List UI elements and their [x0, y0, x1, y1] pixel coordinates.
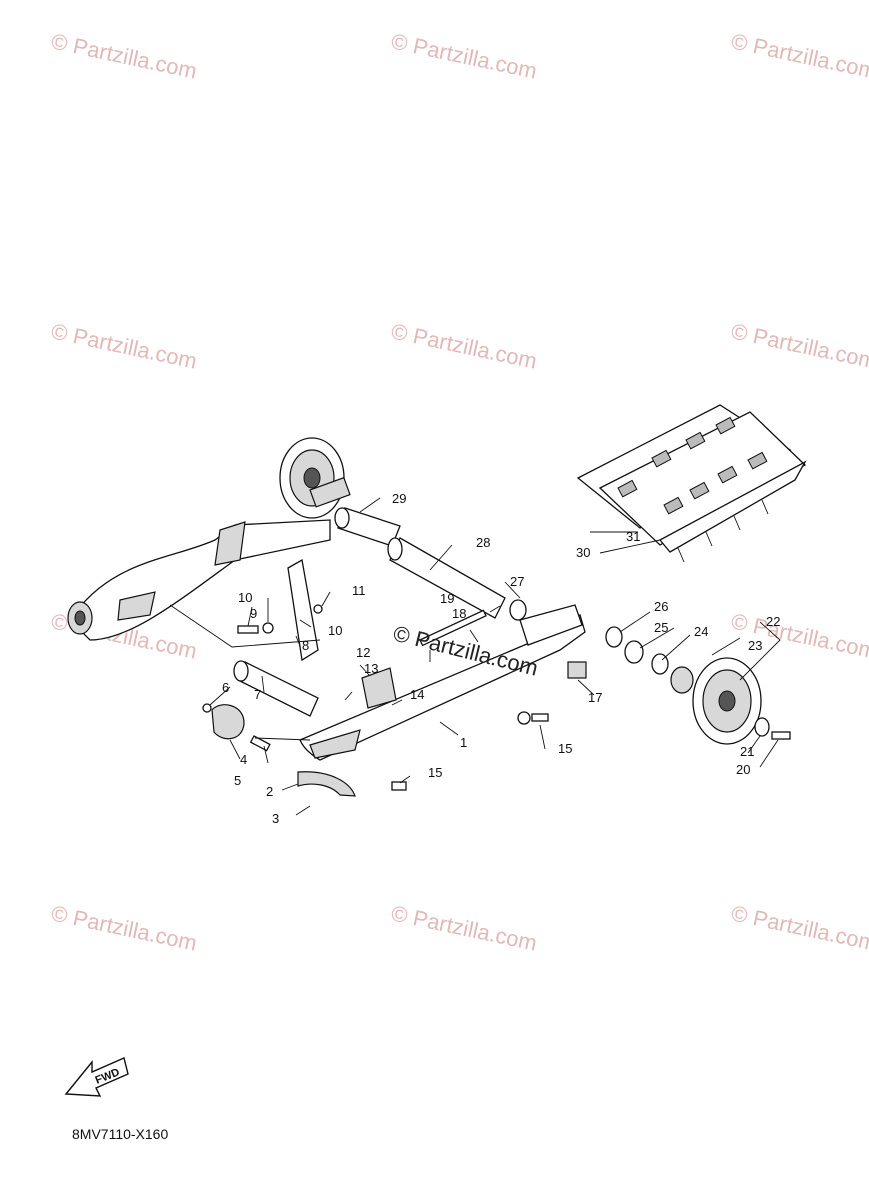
callout-label: 12	[356, 645, 370, 660]
callout-label: 30	[576, 545, 590, 560]
watermark-text: © Partzilla.com	[49, 318, 199, 373]
callout-label: 14	[410, 687, 424, 702]
callout-label: 8	[302, 638, 309, 653]
callout-label: 29	[392, 491, 406, 506]
watermark-text: © Partzilla.com	[389, 900, 539, 955]
callout-label: 4	[240, 752, 247, 767]
left-rail	[67, 519, 331, 641]
callout-label: 22	[766, 614, 780, 629]
callouts: 1 2 3 4 5 6 7 8 9 10 10 11 12 13 14 15 1…	[222, 491, 780, 826]
callout-label: 3	[272, 811, 279, 826]
watermark-text: © Partzilla.com	[729, 608, 869, 663]
diagram-code: 8MV7110-X160	[72, 1126, 168, 1142]
callout-label: 15	[428, 765, 442, 780]
right-rail	[299, 604, 586, 761]
callout-label: 28	[476, 535, 490, 550]
callout-label: 5	[234, 773, 241, 788]
callout-label: 26	[654, 599, 668, 614]
track-belt	[576, 404, 807, 563]
cross-shafts	[233, 507, 506, 717]
rear-idler-wheel	[279, 437, 351, 519]
fwd-arrow-icon: FWD	[64, 1057, 129, 1097]
watermark-text: © Partzilla.com	[729, 28, 869, 83]
callout-label: 10	[238, 590, 252, 605]
watermark-text: © Partzilla.com	[389, 318, 539, 373]
watermark-text: © Partzilla.com	[389, 28, 539, 83]
callout-label: 6	[222, 680, 229, 695]
callout-label: 27	[510, 574, 524, 589]
callout-label: 11	[352, 583, 366, 598]
callout-label: 7	[254, 687, 261, 702]
callout-label: 19	[440, 591, 454, 606]
callout-label: 2	[266, 784, 273, 799]
callout-label: 10	[328, 623, 342, 638]
callout-label: 15	[558, 741, 572, 756]
callout-label: 24	[694, 624, 708, 639]
callout-label: 17	[588, 690, 602, 705]
watermark-text: © Partzilla.com	[49, 900, 199, 955]
callout-label: 1	[460, 735, 467, 750]
strap	[287, 558, 319, 662]
callout-label: 9	[250, 606, 257, 621]
callout-label: 13	[364, 661, 378, 676]
callout-label: 23	[748, 638, 762, 653]
watermark-text: © Partzilla.com	[49, 28, 199, 83]
callout-label: 18	[452, 606, 466, 621]
callout-label: 21	[740, 744, 754, 759]
watermark-text: © Partzilla.com	[729, 318, 869, 373]
leader-lines	[169, 497, 781, 816]
callout-label: 31	[626, 529, 640, 544]
callout-label: 25	[654, 620, 668, 635]
watermark-text: © Partzilla.com	[729, 900, 869, 955]
hardware	[202, 599, 587, 797]
callout-label: 20	[736, 762, 750, 777]
front-wheel-assembly	[605, 626, 791, 745]
